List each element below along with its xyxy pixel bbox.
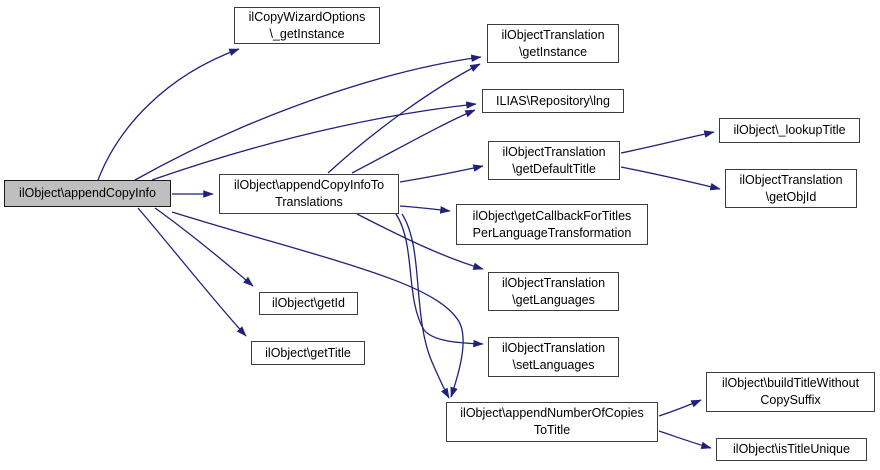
node-label-lookupTitle: ilObject\_lookupTitle	[733, 123, 846, 137]
edge-appendCopyInfoToTranslations-to-getDefaultTitle	[399, 164, 484, 183]
edge-appendCopyInfoToTranslations-to-appendNumberOfCopiesToTitle	[401, 213, 450, 399]
edge-appendCopyInfoToTranslations-to-iliasRepositoryLng	[351, 109, 476, 174]
edge-appendCopyInfoToTranslations-to-objTransGetInstance	[327, 63, 481, 174]
edge-appendNumberOfCopiesToTitle-to-buildTitleWithoutCopySuffix	[658, 399, 702, 417]
node-setLanguages[interactable]: ilObjectTranslation \setLanguages	[488, 337, 619, 377]
node-label-buildTitleWithoutCopySuffix: ilObject\buildTitleWithout CopySuffix	[721, 376, 860, 407]
edge-appendCopyInfoToTranslations-to-getCallbackForTitles	[399, 205, 451, 214]
node-appendCopyInfoToTranslations[interactable]: ilObject\appendCopyInfoTo Translations	[219, 174, 399, 214]
edge-appendNumberOfCopiesToTitle-to-isTitleUnique	[658, 430, 712, 450]
node-iliasRepositoryLng[interactable]: ILIAS\Repository\lng	[482, 89, 624, 113]
node-lookupTitle[interactable]: ilObject\_lookupTitle	[719, 118, 860, 143]
node-getDefaultTitle[interactable]: ilObjectTranslation \getDefaultTitle	[488, 141, 620, 180]
node-label-appendNumberOfCopiesToTitle: ilObject\appendNumberOfCopies ToTitle	[460, 406, 644, 437]
node-label-appendCopyInfoToTranslations: ilObject\appendCopyInfoTo Translations	[233, 178, 385, 209]
edge-appendCopyInfo-to-iliasRepositoryLng	[151, 101, 477, 181]
edge-appendCopyInfo-to-copyWizardGetInstance	[97, 48, 240, 181]
node-label-getId: ilObject\getId	[272, 296, 345, 310]
edge-appendCopyInfo-to-appendNumberOfCopiesToTitle	[171, 211, 464, 398]
node-label-setLanguages: ilObjectTranslation \setLanguages	[501, 341, 606, 372]
node-label-getDefaultTitle: ilObjectTranslation \getDefaultTitle	[502, 144, 606, 176]
node-getObjId[interactable]: ilObjectTranslation \getObjId	[725, 169, 857, 208]
node-label-appendCopyInfo: ilObject\appendCopyInfo	[19, 186, 156, 200]
node-label-getLanguages: ilObjectTranslation \getLanguages	[501, 275, 606, 307]
node-label-getCallbackForTitles: ilObject\getCallbackForTitles PerLanguag…	[472, 208, 632, 240]
node-buildTitleWithoutCopySuffix[interactable]: ilObject\buildTitleWithout CopySuffix	[706, 372, 875, 412]
node-label-getObjId: ilObjectTranslation \getObjId	[739, 172, 843, 204]
edge-appendCopyInfo-to-getId	[154, 207, 254, 287]
node-label-copyWizardGetInstance: ilCopyWizardOptions \_getInstance	[248, 9, 366, 41]
edge-appendCopyInfo-to-objTransGetInstance	[134, 54, 482, 181]
node-getTitle[interactable]: ilObject\getTitle	[251, 341, 365, 365]
node-label-getTitle: ilObject\getTitle	[265, 345, 351, 360]
edge-getDefaultTitle-to-getObjId	[620, 166, 721, 191]
node-appendNumberOfCopiesToTitle[interactable]: ilObject\appendNumberOfCopies ToTitle	[446, 402, 658, 442]
node-appendCopyInfo: ilObject\appendCopyInfo	[4, 180, 171, 207]
edge-getDefaultTitle-to-lookupTitle	[620, 130, 715, 154]
node-getId[interactable]: ilObject\getId	[259, 292, 358, 315]
node-copyWizardGetInstance[interactable]: ilCopyWizardOptions \_getInstance	[234, 7, 380, 44]
node-label-isTitleUnique: ilObject\isTitleUnique	[733, 442, 850, 456]
edge-appendCopyInfo-to-getTitle	[137, 207, 247, 337]
node-isTitleUnique[interactable]: ilObject\isTitleUnique	[716, 438, 867, 461]
node-label-objTransGetInstance: ilObjectTranslation \getInstance	[501, 27, 605, 59]
node-getLanguages[interactable]: ilObjectTranslation \getLanguages	[488, 272, 619, 311]
node-getCallbackForTitles[interactable]: ilObject\getCallbackForTitles PerLanguag…	[456, 204, 648, 245]
node-objTransGetInstance[interactable]: ilObjectTranslation \getInstance	[487, 24, 619, 63]
node-label-iliasRepositoryLng: ILIAS\Repository\lng	[496, 93, 610, 108]
edge-appendCopyInfoToTranslations-to-getLanguages	[356, 213, 484, 270]
